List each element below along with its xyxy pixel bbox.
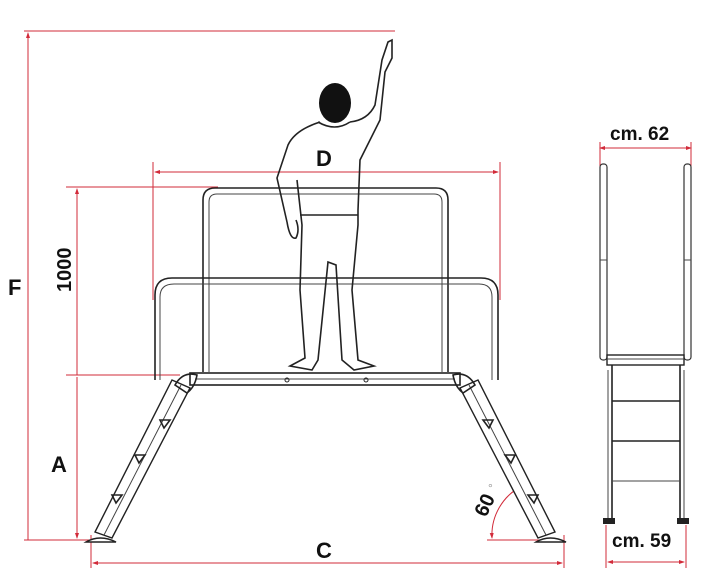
dimension-a-label: A — [51, 452, 67, 477]
side-top-width-label: cm. 62 — [610, 124, 669, 145]
person-figure — [276, 38, 393, 371]
dimension-d-label: D — [316, 146, 332, 171]
top-railing — [202, 187, 449, 372]
mid-railing — [154, 277, 499, 380]
dimension-c-label: C — [316, 538, 332, 563]
right-leg — [452, 373, 567, 543]
degree-symbol: ° — [488, 481, 493, 495]
dimension-1000-label: 1000 — [54, 248, 76, 293]
side-view — [599, 142, 692, 568]
side-bottom-width-label: cm. 59 — [612, 531, 671, 552]
dimension-d — [152, 162, 501, 300]
left-leg — [83, 373, 198, 543]
dimension-f — [24, 30, 395, 541]
dimension-1000 — [66, 186, 218, 376]
platform-deck — [189, 372, 461, 386]
dimension-f-label: F — [8, 275, 21, 300]
